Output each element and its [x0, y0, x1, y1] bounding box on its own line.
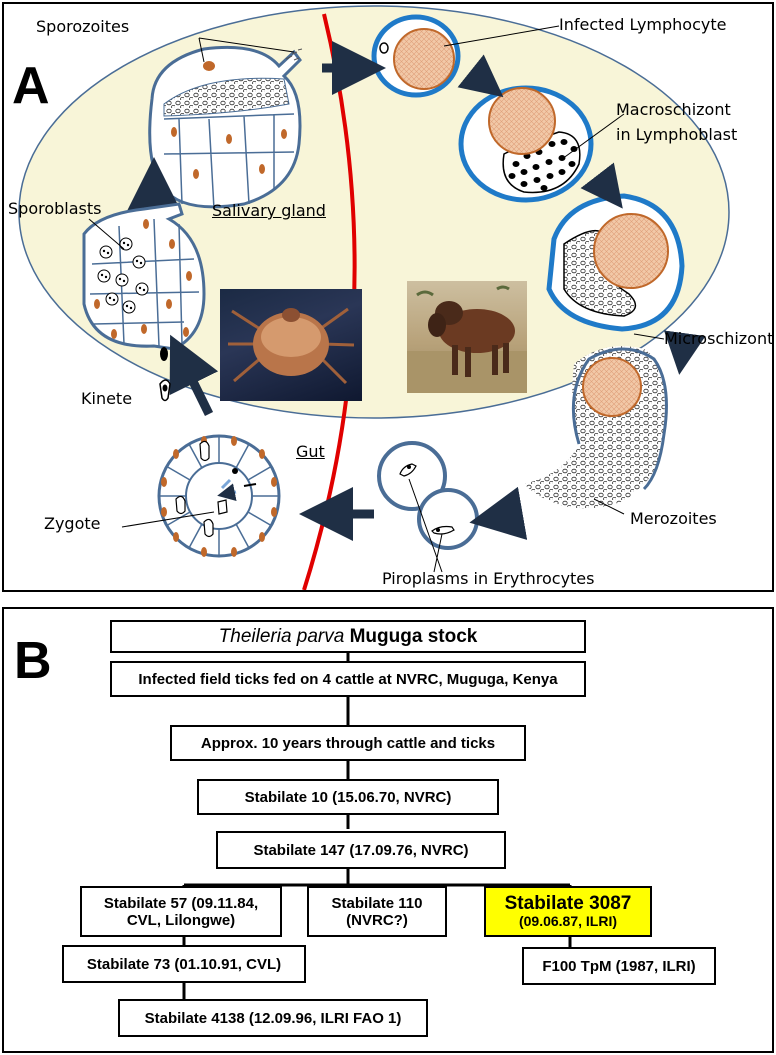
stabilate-3087-line2: (09.06.87, ILRI): [518, 913, 618, 929]
panel-b: B Theileria parva Muguga stock Infected …: [2, 607, 774, 1053]
infected-lymphocyte: [371, 14, 461, 98]
tick-photo: [220, 289, 362, 401]
label-piroplasms: Piroplasms in Erythrocytes: [382, 569, 595, 588]
title-box: Theileria parva Muguga stock: [110, 620, 586, 653]
stabilate-147: Stabilate 147 (17.09.76, NVRC): [216, 831, 506, 869]
macroschizont-cell: [458, 85, 594, 203]
stabilate-3087-line1: Stabilate 3087: [504, 893, 632, 914]
microschizont-cell: [546, 193, 685, 332]
stock-name: Muguga stock: [344, 626, 478, 647]
stabilate-110-line1: Stabilate 110: [331, 894, 423, 912]
panel-letter-a: A: [12, 57, 50, 115]
stabilate-110-line2: (NVRC?): [346, 911, 408, 929]
stabilate-110: Stabilate 110 (NVRC?): [307, 886, 447, 937]
merozoite-release: [524, 346, 668, 509]
label-macroschizont-2: in Lymphoblast: [616, 125, 738, 144]
label-zygote: Zygote: [44, 514, 101, 533]
erythrocytes: [377, 441, 479, 550]
stabilate-73: Stabilate 73 (01.10.91, CVL): [62, 945, 306, 983]
stabilate-57-line2: CVL, Lilongwe): [126, 911, 236, 929]
stabilate-10: Stabilate 10 (15.06.70, NVRC): [197, 779, 499, 815]
stabilate-3087: Stabilate 3087 (09.06.87, ILRI): [484, 886, 652, 937]
label-infected-lymphocyte: Infected Lymphocyte: [559, 15, 727, 34]
step-field-ticks: Infected field ticks fed on 4 cattle at …: [110, 661, 586, 697]
label-microschizont: Microschizont: [664, 329, 774, 348]
gut-cross-section: [157, 434, 281, 558]
label-macroschizont-1: Macroschizont: [616, 100, 731, 119]
step-ten-years: Approx. 10 years through cattle and tick…: [170, 725, 526, 761]
cattle-photo: [407, 281, 527, 393]
label-sporozoites: Sporozoites: [36, 17, 130, 36]
panel-letter-b: B: [14, 632, 52, 690]
label-sporoblasts: Sporoblasts: [8, 199, 102, 218]
label-merozoites: Merozoites: [630, 509, 717, 528]
label-gut: Gut: [296, 442, 325, 461]
stabilate-57-line1: Stabilate 57 (09.11.84,: [103, 894, 259, 912]
species-name: Theileria parva: [218, 626, 345, 647]
stabilate-4138: Stabilate 4138 (12.09.96, ILRI FAO 1): [118, 999, 428, 1037]
label-salivary-gland: Salivary gland: [212, 201, 326, 220]
panel-a: A Sporozoites Infected Lymphocyte Macros…: [2, 2, 774, 592]
stabilate-57: Stabilate 57 (09.11.84, CVL, Lilongwe): [80, 886, 282, 937]
label-kinete: Kinete: [81, 389, 133, 408]
f100-tpm: F100 TpM (1987, ILRI): [522, 947, 716, 985]
salivary-acinus-top: [148, 45, 303, 210]
life-cycle-diagram: [18, 5, 730, 590]
